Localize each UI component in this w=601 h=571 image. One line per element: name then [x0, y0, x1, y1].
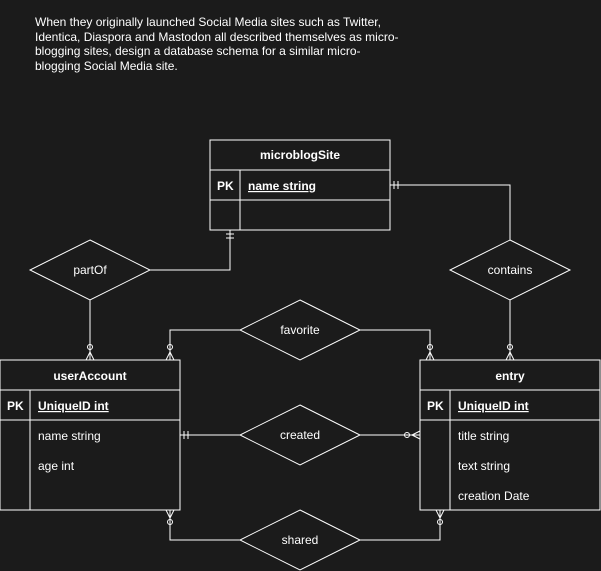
- cardinality-zero-many-icon: [435, 509, 445, 525]
- cardinality-zero-many-icon: [425, 344, 435, 361]
- attribute-field: title string: [458, 429, 509, 443]
- cardinality-zero-many-icon: [85, 344, 95, 361]
- cardinality-zero-many-icon: [165, 344, 175, 361]
- cardinality-one-mandatory-icon: [226, 233, 234, 239]
- relationship-contains[interactable]: contains: [448, 239, 572, 301]
- relationship-favorite[interactable]: favorite: [238, 299, 362, 361]
- connector-favorite-user: [169, 329, 240, 360]
- problem-description: When they originally launched Social Med…: [35, 15, 399, 73]
- pk-label: PK: [7, 399, 24, 413]
- entity-title: userAccount: [53, 369, 126, 383]
- relationship-shared[interactable]: shared: [238, 509, 362, 571]
- entity-microblogsite[interactable]: microblogSite PK name string: [209, 139, 391, 231]
- connector-favorite-entry: [360, 329, 431, 360]
- pk-label: PK: [217, 179, 234, 193]
- cardinality-zero-many-icon: [165, 509, 175, 525]
- relationship-label: partOf: [73, 263, 107, 277]
- entity-title: entry: [495, 369, 525, 383]
- cardinality-one-mandatory-icon: [393, 181, 399, 189]
- attribute-field: text string: [458, 459, 510, 473]
- primary-key-field: name string: [248, 179, 316, 193]
- connector-site-contains: [390, 184, 511, 240]
- connector-site-partof: [150, 230, 231, 271]
- cardinality-zero-many-icon: [505, 344, 515, 361]
- cardinality-zero-many-icon: [404, 430, 421, 440]
- relationship-label: created: [280, 428, 320, 442]
- primary-key-field: UniqueID int: [38, 399, 109, 413]
- entity-entry[interactable]: entry PK UniqueID int title string text …: [419, 359, 601, 511]
- entity-useraccount[interactable]: userAccount PK UniqueID int name string …: [0, 359, 181, 511]
- attribute-field: creation Date: [458, 489, 530, 503]
- relationship-label: shared: [282, 533, 319, 547]
- cardinality-one-mandatory-icon: [183, 431, 189, 439]
- attribute-field: age int: [38, 459, 75, 473]
- attribute-field: name string: [38, 429, 101, 443]
- connector-shared-user: [169, 510, 240, 541]
- connector-shared-entry: [360, 510, 441, 541]
- relationship-partof[interactable]: partOf: [28, 239, 152, 301]
- relationship-created[interactable]: created: [238, 404, 362, 466]
- relationship-label: contains: [488, 263, 533, 277]
- entity-title: microblogSite: [260, 148, 340, 162]
- relationship-label: favorite: [280, 323, 320, 337]
- primary-key-field: UniqueID int: [458, 399, 529, 413]
- pk-label: PK: [427, 399, 444, 413]
